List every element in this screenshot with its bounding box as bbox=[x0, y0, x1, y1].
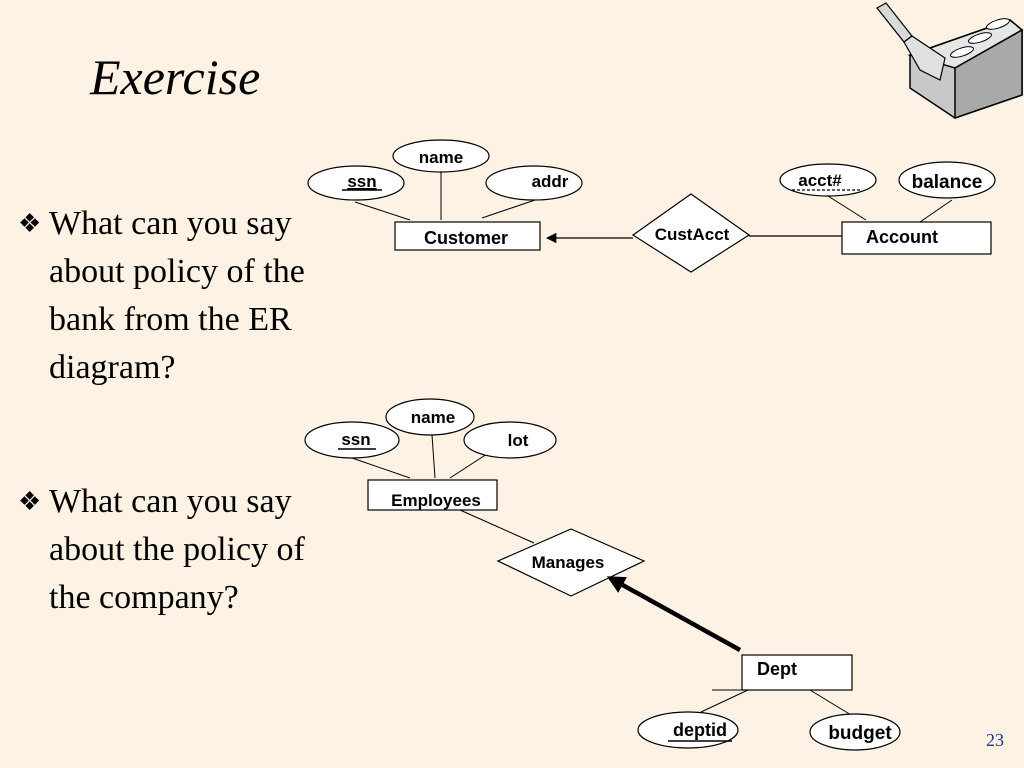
svg-text:Dept: Dept bbox=[757, 659, 797, 679]
bullet-item: ❖ What can you say about the policy of t… bbox=[18, 478, 318, 622]
svg-text:Manages: Manages bbox=[532, 553, 605, 572]
svg-text:addr: addr bbox=[532, 172, 569, 191]
svg-text:balance: balance bbox=[912, 172, 983, 193]
attribute-employee-lot: lot bbox=[463, 421, 557, 459]
trowel-brick-logo-icon bbox=[876, 2, 1024, 120]
bullet-diamond-icon: ❖ bbox=[18, 487, 42, 516]
svg-text:CustAcct: CustAcct bbox=[655, 225, 730, 244]
bullet-text: What can you say about policy of the ban… bbox=[49, 205, 305, 386]
svg-text:deptid: deptid bbox=[673, 720, 727, 740]
bullet-text: What can you say about the policy of the… bbox=[49, 483, 305, 616]
participation-key-arrow bbox=[606, 576, 742, 652]
bullet-diamond-icon: ❖ bbox=[18, 209, 42, 238]
attribute-employee-name: name bbox=[385, 398, 475, 436]
svg-text:name: name bbox=[419, 148, 463, 167]
page-number: 23 bbox=[986, 730, 1004, 750]
attribute-account-balance: balance bbox=[898, 161, 996, 199]
svg-text:lot: lot bbox=[508, 431, 529, 450]
attribute-dept-deptid-key: deptid bbox=[637, 711, 739, 749]
svg-text:ssn: ssn bbox=[347, 172, 376, 191]
attribute-customer-addr: addr bbox=[485, 165, 583, 201]
attribute-account-acct-key: acct# bbox=[779, 163, 877, 197]
svg-text:budget: budget bbox=[828, 723, 892, 744]
relationship-manages: Manages bbox=[496, 528, 646, 597]
attribute-employee-ssn-key: ssn bbox=[304, 421, 400, 459]
svg-text:Employees: Employees bbox=[391, 491, 481, 510]
entity-dept: Dept bbox=[741, 654, 853, 691]
entity-employees: Employees bbox=[367, 479, 498, 511]
slide-title: Exercise bbox=[90, 49, 261, 105]
attribute-customer-ssn-key: ssn bbox=[307, 165, 405, 201]
relationship-custacct: CustAcct bbox=[631, 193, 751, 273]
company-er-diagram: name ssn lot Employees Manages Dept dept… bbox=[304, 398, 901, 751]
svg-text:name: name bbox=[411, 408, 455, 427]
svg-text:acct#: acct# bbox=[798, 171, 842, 190]
entity-account: Account bbox=[841, 221, 992, 255]
bullet-item: ❖ What can you say about policy of the b… bbox=[18, 200, 318, 392]
svg-text:Customer: Customer bbox=[424, 228, 508, 248]
svg-text:Account: Account bbox=[866, 227, 938, 247]
attribute-customer-name: name bbox=[392, 139, 490, 173]
entity-customer: Customer bbox=[394, 221, 541, 251]
attribute-dept-budget: budget bbox=[809, 713, 901, 751]
bank-er-diagram: name ssn addr Customer CustAcct acct# bbox=[307, 139, 996, 273]
svg-text:ssn: ssn bbox=[341, 430, 370, 449]
